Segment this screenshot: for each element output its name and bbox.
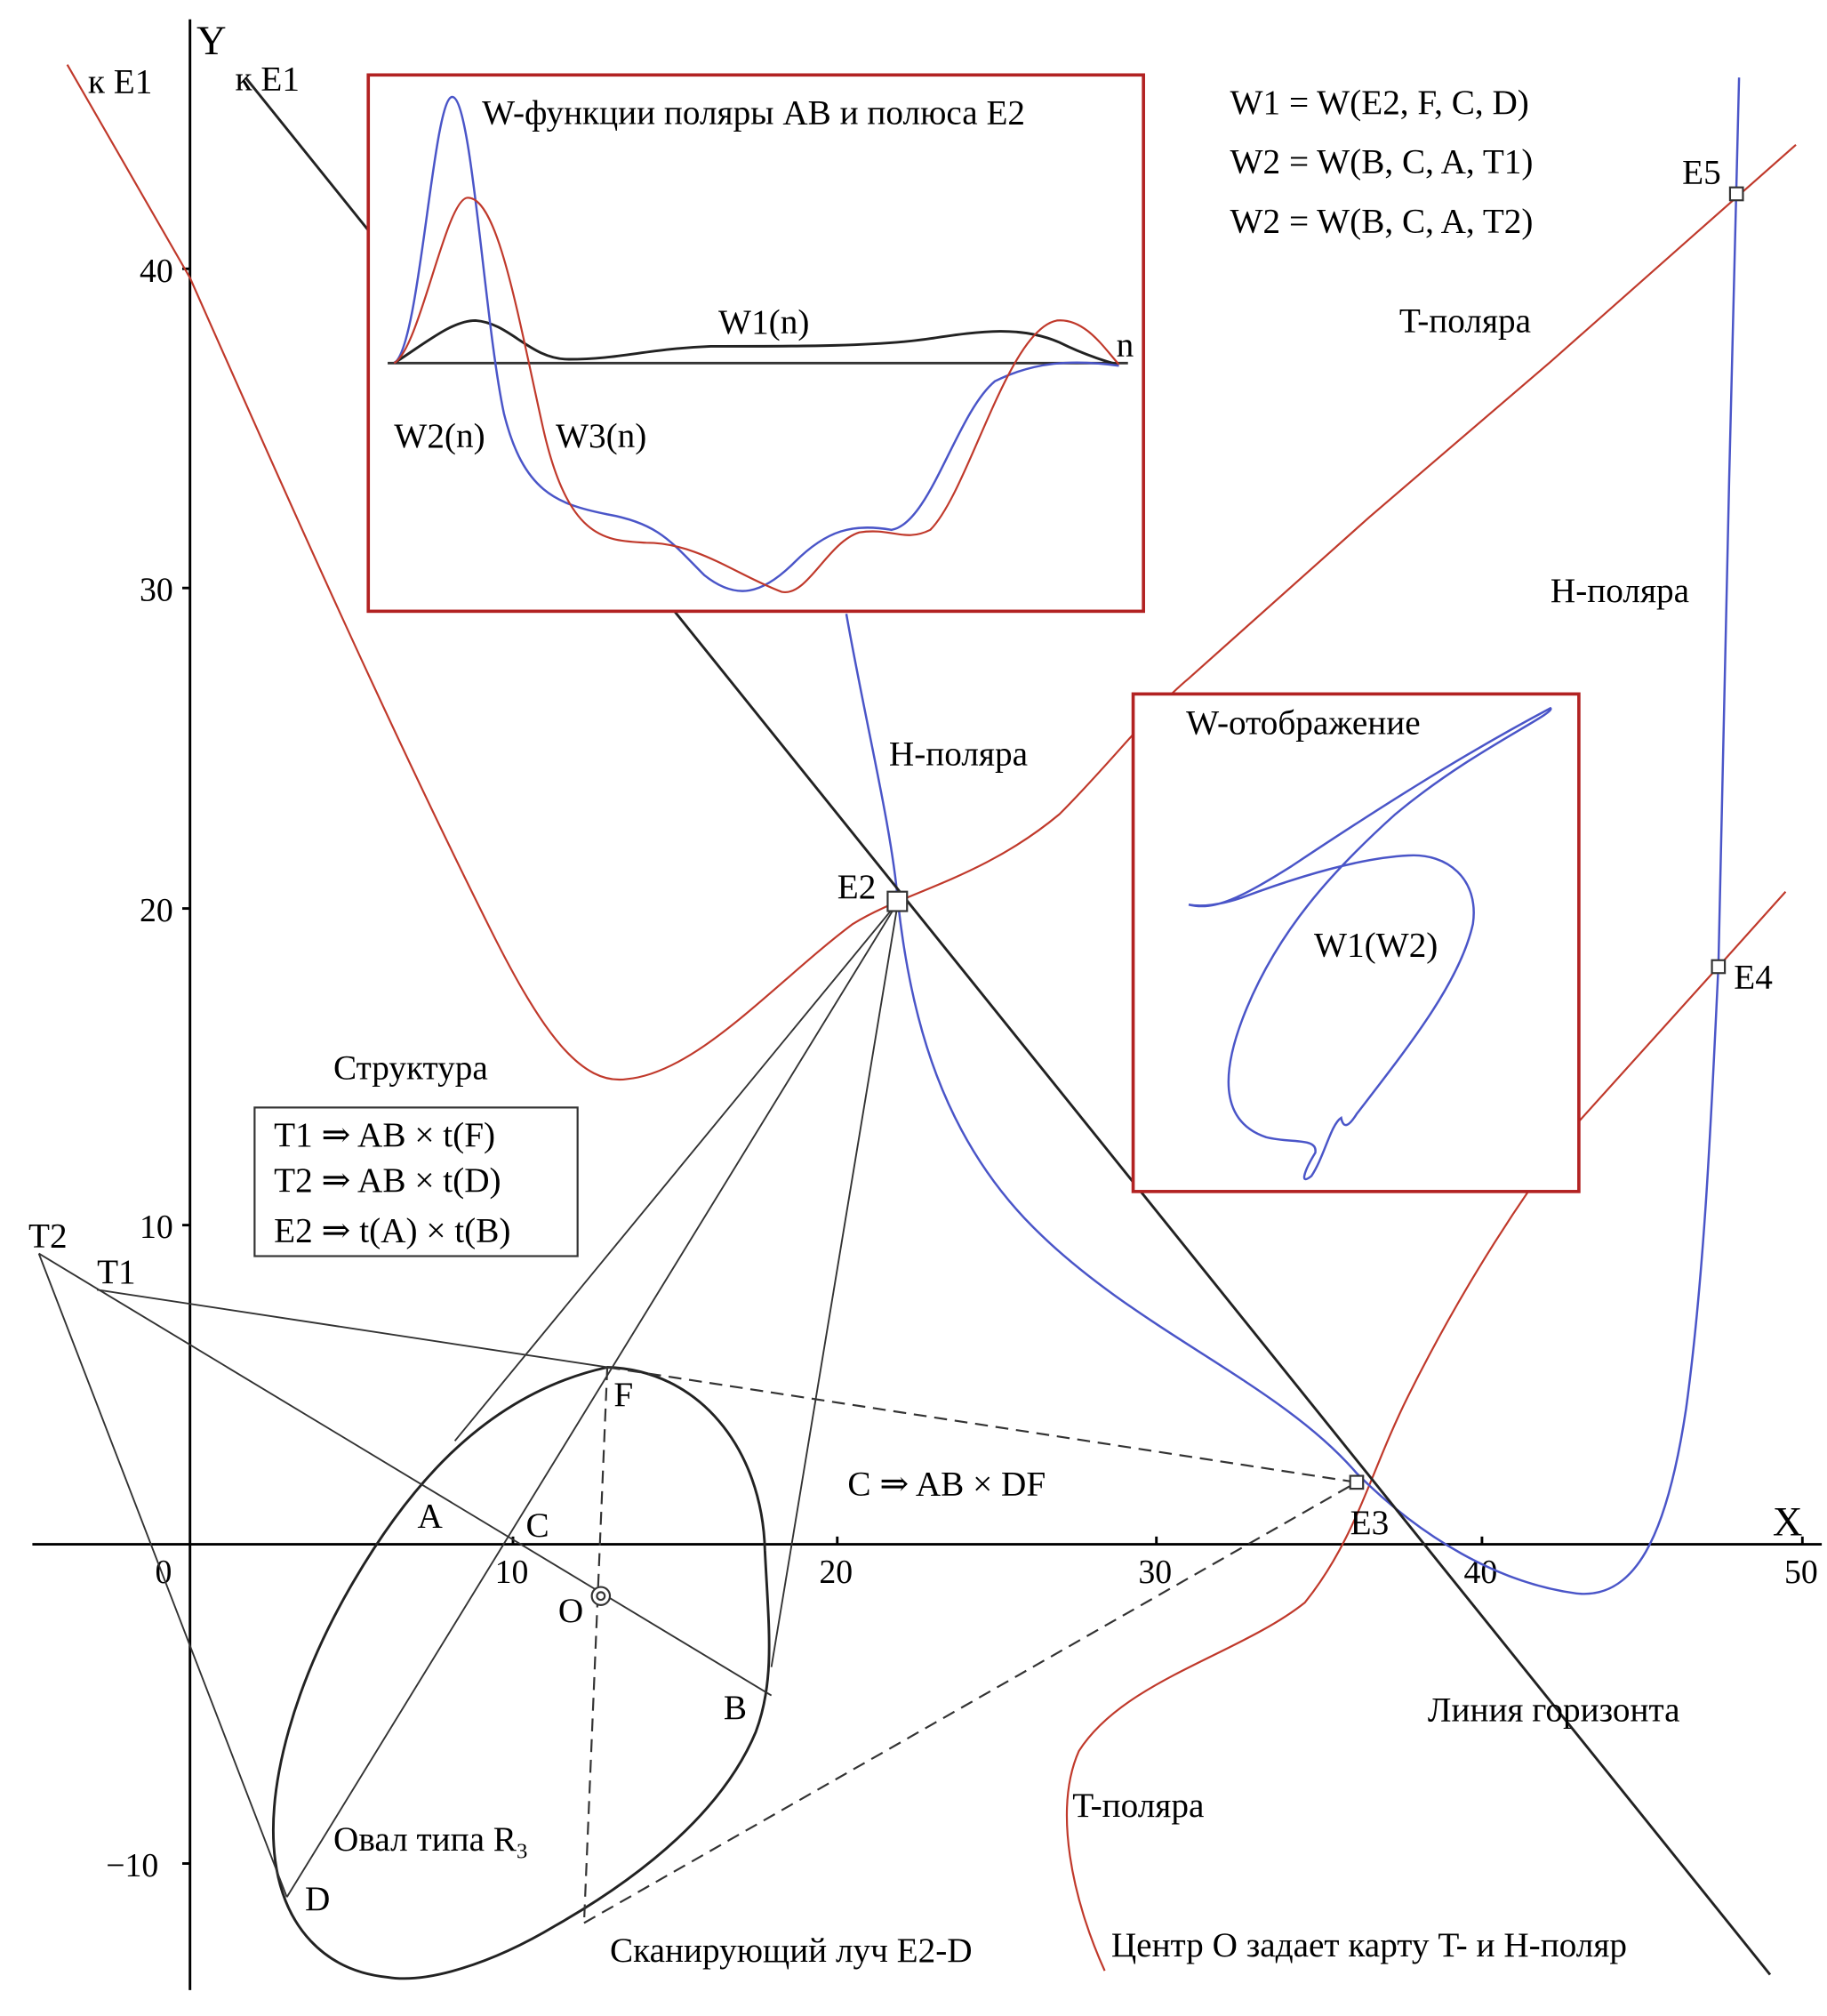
axis-ticks [181,267,1804,1865]
t-polar-curve-upper [66,64,1797,1081]
point-e3 [1349,1474,1365,1490]
x-tick-label: 40 [1464,1554,1498,1591]
y-tick-label: 30 [140,572,173,609]
w1-w2-label: W1(W2) [1314,926,1438,964]
to-e1-left: к E1 [88,63,152,101]
w2-label: W2(n) [394,417,485,455]
w1-label: W1(n) [718,303,809,341]
point-e4 [1711,959,1727,975]
e5-label: E5 [1682,153,1721,191]
d-label: D [305,1880,330,1918]
construction-lines [37,901,899,1898]
e4-label: E4 [1734,959,1773,997]
x-axis-label: X [1773,1499,1803,1545]
dashed-lines [582,1366,1358,1924]
e3-label: E3 [1350,1504,1390,1542]
w3-label: W3(n) [556,417,646,455]
n-label: n [1117,326,1134,365]
h-polar-label: H-поляра [1551,572,1689,610]
x-tick-label: 30 [1138,1554,1172,1591]
center-note: Центр O задает карту T- и H-поляр [1111,1926,1627,1964]
scan-ray-label: Сканирующий луч E2-D [610,1932,973,1970]
w3-curve [393,197,1120,593]
horizon-label: Линия горизонта [1428,1691,1680,1730]
t-polar-curve-lower [1066,890,1787,1972]
t-polar-label: T-поляра [1399,301,1531,340]
point-o [590,1586,612,1606]
w-def: W2 = W(B, C, A, T2) [1230,203,1534,241]
y-tick-label: 20 [140,892,173,929]
h-polar-curve [845,77,1741,1595]
y-axis-label: Y [196,19,227,64]
y-tick-label: −10 [106,1847,158,1884]
x-tick-label: 20 [819,1554,853,1591]
inset-w-functions: W-функции поляры AB и полюса E2 W1(n) W2… [366,73,1145,614]
e2-label: E2 [837,868,877,906]
labels: к E1 к E1 W1 = W(E2, F, C, D) W2 = W(B, … [28,60,1773,1970]
w-def: W1 = W(E2, F, C, D) [1230,84,1529,122]
x-tick-label: 50 [1784,1554,1818,1591]
structure-row: T2 ⇒ AB × t(D) [274,1161,501,1200]
to-e1-right: к E1 [236,60,300,99]
w-def: W2 = W(B, C, A, T1) [1230,143,1534,181]
b-label: B [724,1689,747,1727]
x-tick-label: 0 [155,1554,172,1591]
o-label: O [558,1592,583,1630]
t2-label: T2 [28,1217,68,1255]
inset-functions-title: W-функции поляры AB и полюса E2 [482,94,1025,133]
structure-box: Структура T1 ⇒ AB × t(F) T2 ⇒ AB × t(D) … [253,1048,579,1257]
y-tick-label: 10 [140,1209,173,1246]
structure-title: Структура [333,1048,488,1087]
t-polar-label: T-поляра [1072,1787,1204,1825]
h-polar-label: H-поляра [889,735,1028,773]
x-tick-label: 10 [495,1554,529,1591]
y-tick-label: 40 [140,253,173,290]
oval-label: Овал типа R3 [333,1820,527,1864]
axes: Y X 0 10 20 30 40 50 40 30 20 10 −10 [32,19,1823,1990]
w1-w2-curve [1188,706,1552,1181]
oval-r3 [272,1366,771,1980]
t1-label: T1 [97,1253,136,1291]
structure-row: E2 ⇒ t(A) × t(B) [274,1212,510,1250]
point-e2 [886,890,909,912]
inset-w-mapping: W-отображение W1(W2) [1131,692,1581,1193]
c-definition: C ⇒ AB × DF [847,1465,1046,1503]
w2-curve [393,95,1119,592]
a-label: A [417,1498,443,1536]
point-e5 [1728,186,1744,202]
inset-mapping-title: W-отображение [1186,703,1421,742]
structure-row: T1 ⇒ AB × t(F) [274,1116,495,1154]
f-label: F [613,1376,633,1414]
w1-curve [393,318,1119,366]
c-label: C [526,1506,549,1545]
